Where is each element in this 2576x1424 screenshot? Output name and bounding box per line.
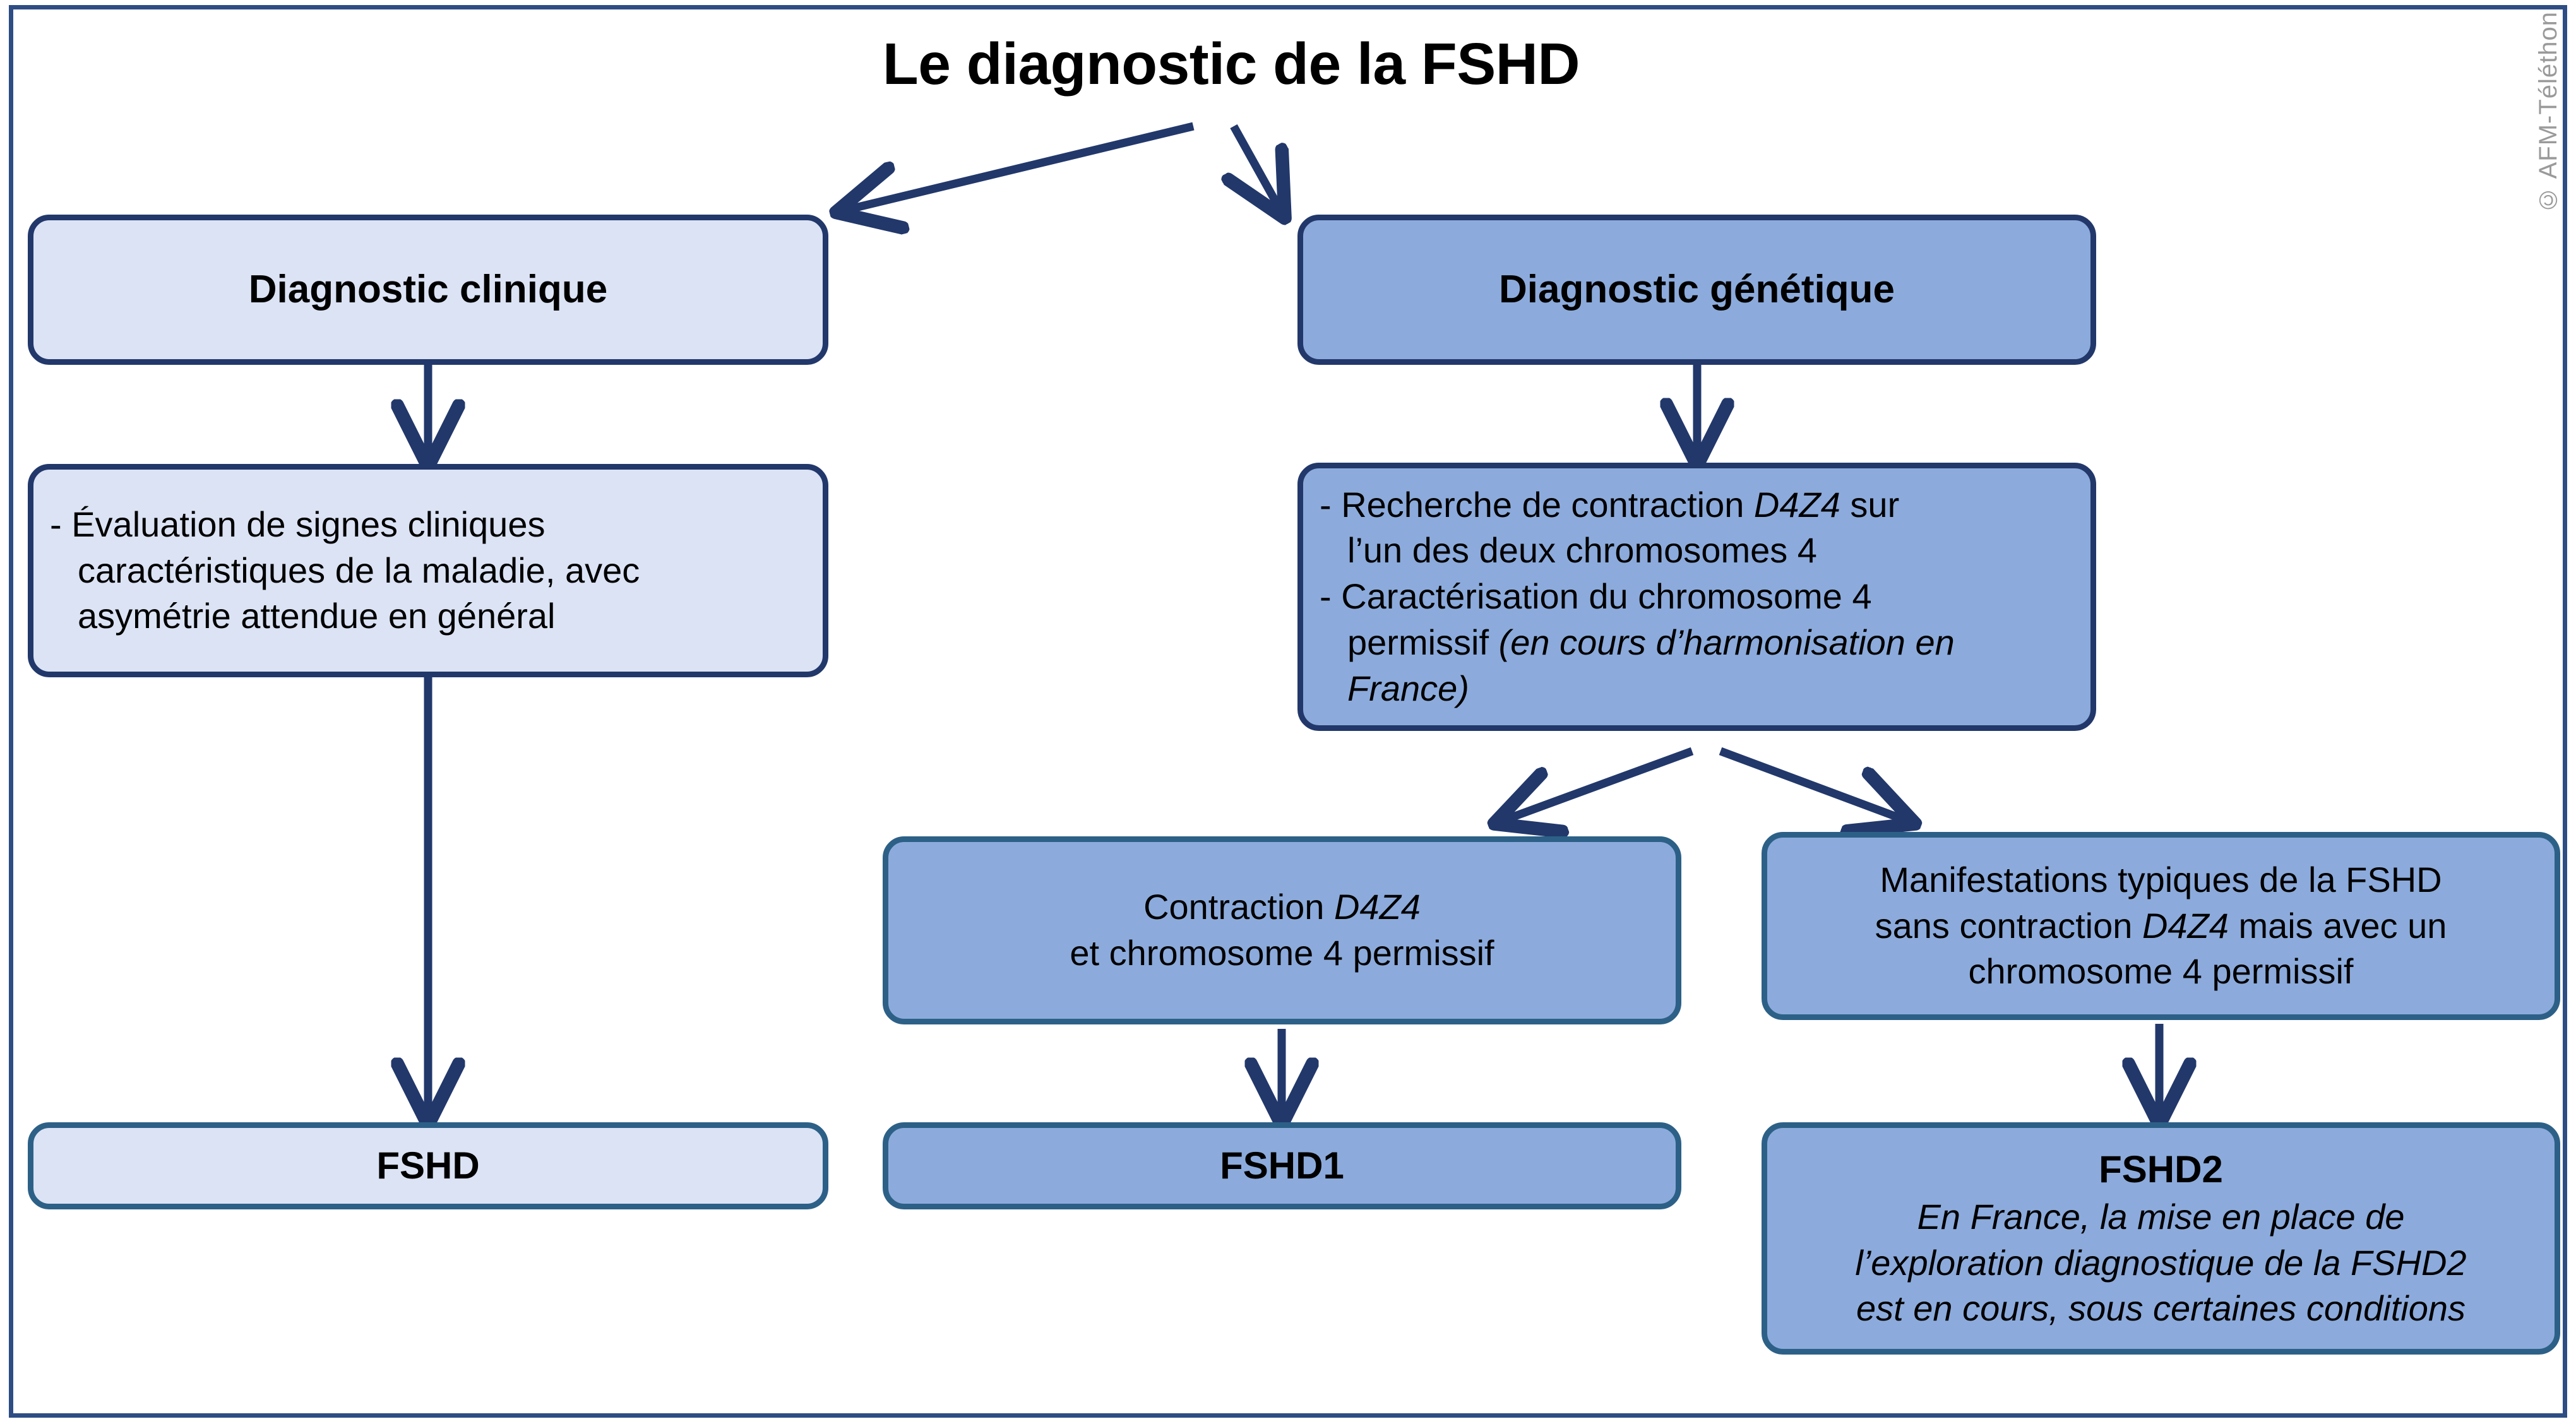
- branch-right-line2-suffix: mais avec un: [2228, 905, 2447, 946]
- arrow-title-to-clinical: [845, 122, 1195, 210]
- branch-right-line2: sans contraction D4Z4 mais avec un: [1784, 903, 2538, 949]
- branch-right-text: Manifestations typiques de la FSHD sans …: [1767, 857, 2555, 995]
- branch-left-box[interactable]: Contraction D4Z4 et chromosome 4 permiss…: [883, 836, 1681, 1024]
- fshd2-note-line1: En France, la mise en place de: [1917, 1196, 2405, 1237]
- fshd2-result-label: FSHD2: [2099, 1148, 2223, 1190]
- genetic-detail-text: - Recherche de contraction D4Z4 sur l’un…: [1303, 482, 2090, 712]
- branch-right-line2-prefix: sans contraction: [1875, 905, 2142, 946]
- clinical-detail-line1: - Évaluation de signes cliniques: [50, 504, 546, 544]
- genetic-header-label: Diagnostic génétique: [1499, 267, 1895, 311]
- genetic-detail-item2-cont: permissif (en cours d’harmonisation en F…: [1320, 620, 2074, 712]
- genetic-detail-item2: - Caractérisation du chromosome 4: [1320, 576, 1872, 617]
- genetic-item2-prefix: permissif: [1347, 622, 1499, 662]
- branch-left-text: Contraction D4Z4 et chromosome 4 permiss…: [888, 884, 1676, 976]
- genetic-item1-gene: D4Z4: [1753, 484, 1840, 525]
- arrow-genetic-detail-to-branch-left: [1503, 747, 1694, 821]
- fshd1-result-label: FSHD1: [1220, 1144, 1344, 1187]
- genetic-item1-suffix: sur: [1840, 484, 1900, 525]
- branch-left-gene: D4Z4: [1334, 887, 1421, 927]
- clinical-detail-line2: caractéristiques de la maladie, avec: [78, 550, 640, 590]
- branch-right-gene: D4Z4: [2142, 905, 2229, 946]
- genetic-item2-note: (en cours d’harmonisation en France): [1347, 622, 1955, 708]
- arrow-title-to-genetic: [1234, 124, 1280, 210]
- genetic-header-box[interactable]: Diagnostic génétique: [1297, 215, 2096, 365]
- fshd2-note-line3: est en cours, sous certaines conditions: [1856, 1288, 2466, 1329]
- copyright-credit: © AFM-Téléthon: [2534, 11, 2562, 214]
- branch-right-line1: Manifestations typiques de la FSHD: [1880, 859, 2442, 899]
- branch-left-line2: et chromosome 4 permissif: [1070, 933, 1494, 973]
- branch-left-line1: Contraction D4Z4: [905, 884, 1659, 930]
- fshd1-result-box[interactable]: FSHD1: [883, 1122, 1681, 1209]
- fshd2-note-line2: l’exploration diagnostique de la FSHD2: [1855, 1242, 2467, 1283]
- genetic-detail-box[interactable]: - Recherche de contraction D4Z4 sur l’un…: [1297, 463, 2096, 731]
- branch-right-line3: chromosome 4 permissif: [1968, 951, 2354, 992]
- arrow-genetic-detail-to-branch-right: [1719, 747, 1907, 821]
- fshd2-result-text: FSHD2 En France, la mise en place de l’e…: [1767, 1145, 2555, 1332]
- branch-left-line1-prefix: Contraction: [1143, 887, 1334, 927]
- branch-right-box[interactable]: Manifestations typiques de la FSHD sans …: [1762, 832, 2560, 1020]
- clinical-header-label: Diagnostic clinique: [248, 267, 608, 311]
- genetic-detail-item1-cont: l’un des deux chromosomes 4: [1347, 530, 1817, 571]
- genetic-detail-item1: - Recherche de contraction D4Z4 sur: [1320, 482, 2074, 528]
- clinical-result-box[interactable]: FSHD: [28, 1122, 828, 1209]
- genetic-item1-prefix: - Recherche de contraction: [1320, 484, 1754, 525]
- clinical-header-box[interactable]: Diagnostic clinique: [28, 215, 828, 365]
- fshd2-result-box[interactable]: FSHD2 En France, la mise en place de l’e…: [1762, 1122, 2560, 1355]
- clinical-detail-line3: asymétrie attendue en général: [78, 596, 556, 636]
- clinical-result-label: FSHD: [376, 1144, 480, 1187]
- clinical-detail-text: - Évaluation de signes cliniques caracté…: [33, 502, 823, 639]
- clinical-detail-box[interactable]: - Évaluation de signes cliniques caracté…: [28, 464, 828, 677]
- page-title: Le diagnostic de la FSHD: [882, 31, 1580, 97]
